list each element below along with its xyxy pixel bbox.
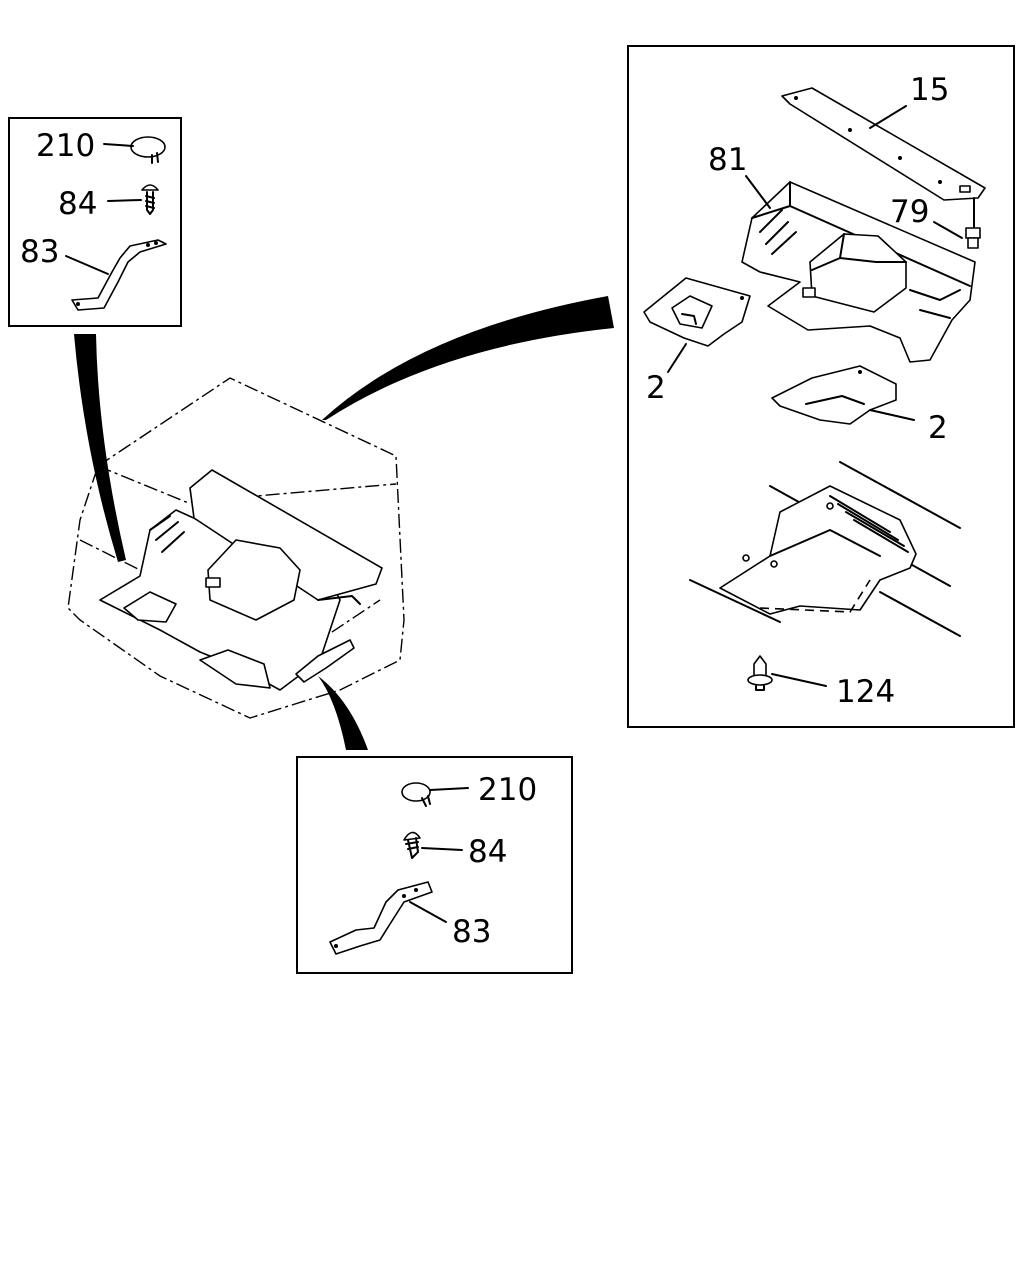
label-84: 84 [58,186,97,222]
top-panel-part [781,87,986,201]
cap-icon [130,136,166,164]
left-box-frame [8,117,182,327]
bottom-detail-box: 210 84 83 [296,756,573,974]
bracket-icon [71,239,167,311]
mat-right-part [771,365,897,425]
leader-swooshes [74,296,614,750]
cap-icon [401,782,431,807]
label-15: 15 [910,72,949,108]
screw-icon [403,831,421,859]
floor-reference-outline [689,461,961,637]
right-box-frame [627,45,1015,728]
left-detail-box: 210 84 83 [8,117,182,327]
label-2-left: 2 [646,370,666,406]
floor-insulator-part [741,181,976,363]
bracket-icon [329,881,433,955]
fastener-icon [747,655,773,691]
swoosh-left [74,334,126,562]
label-124: 124 [836,674,895,710]
label-210-bottom: 210 [478,772,537,808]
bottom-box-frame [296,756,573,974]
label-2-right: 2 [928,410,948,446]
right-detail-box: 15 81 79 2 [627,45,1015,728]
label-81: 81 [708,142,747,178]
swoosh-bottom [318,676,368,750]
cab-overview [67,377,405,719]
mat-left-part [643,277,751,347]
label-83: 83 [20,234,59,270]
label-83-bottom: 83 [452,914,491,950]
swoosh-right [322,296,614,420]
label-84-bottom: 84 [468,834,507,870]
clip-icon [965,197,981,249]
label-210: 210 [36,128,95,164]
label-79: 79 [890,194,929,230]
screw-icon [141,184,159,215]
